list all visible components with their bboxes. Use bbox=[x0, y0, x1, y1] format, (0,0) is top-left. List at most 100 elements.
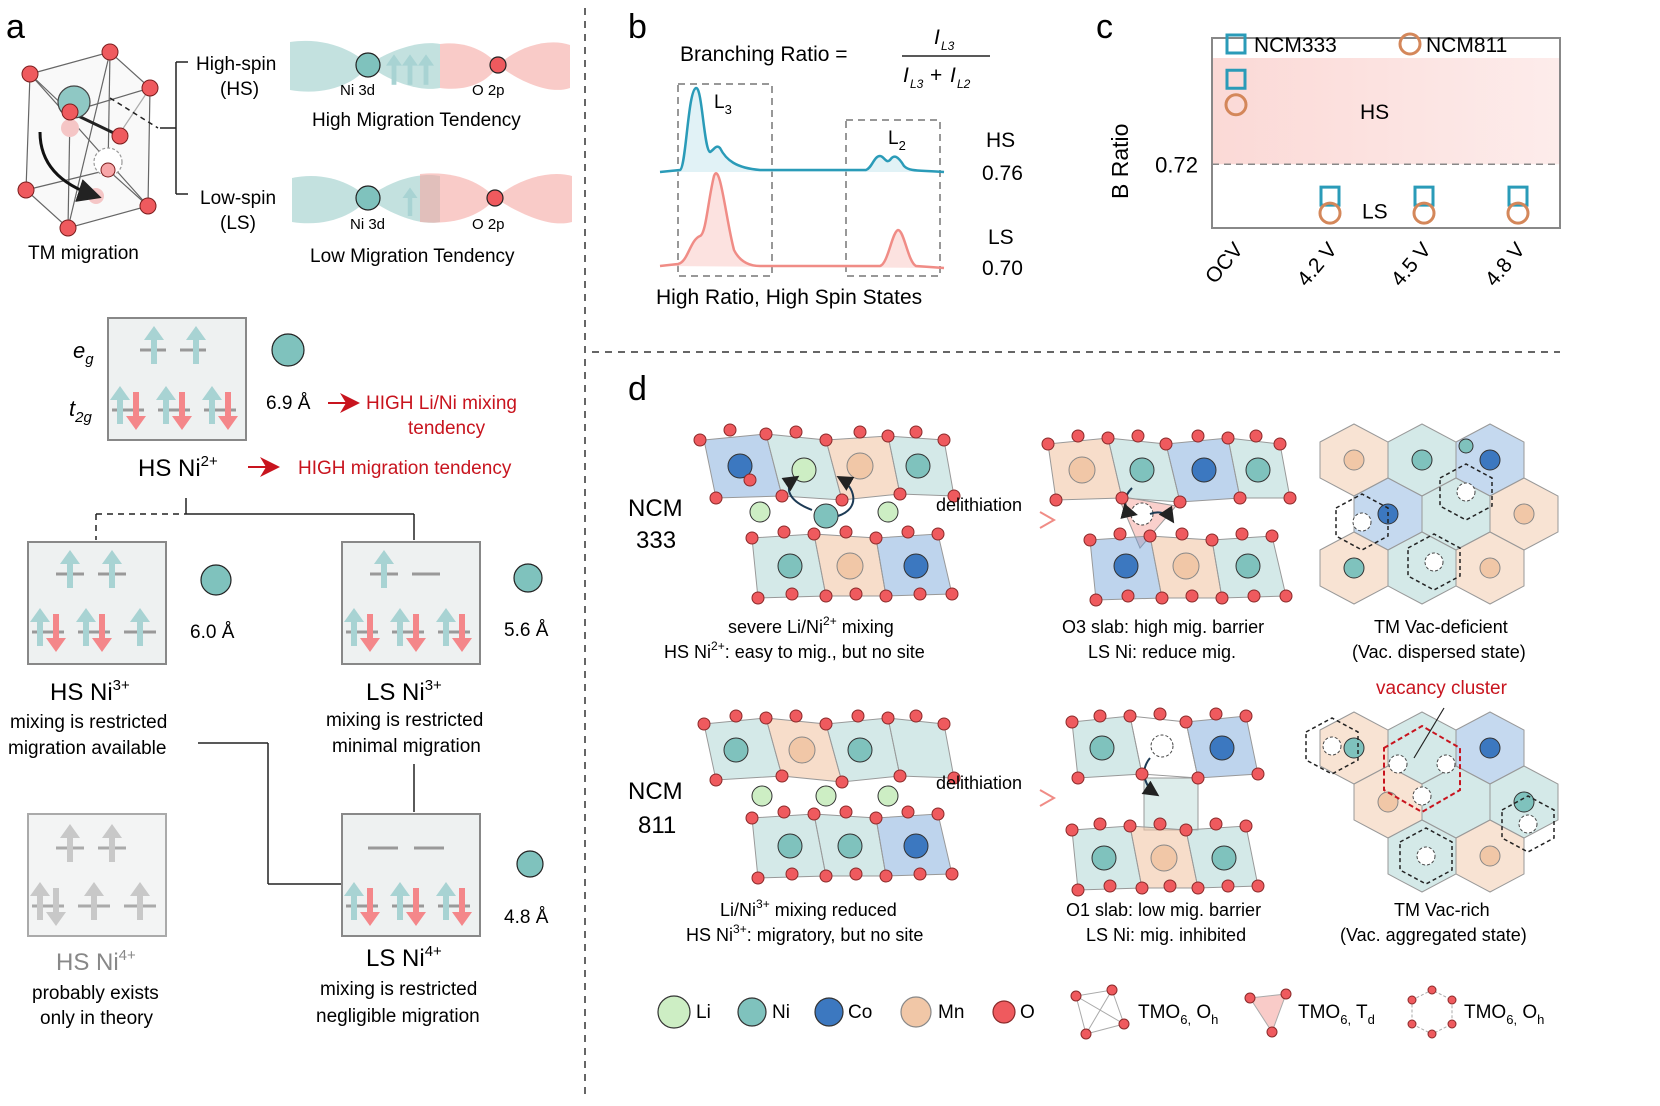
legend-marker-ncm811 bbox=[1398, 32, 1422, 56]
high-spin-label: High-spin bbox=[196, 54, 276, 75]
legend-o-label: O bbox=[1020, 1002, 1035, 1023]
data-point-ncm333 bbox=[1413, 185, 1435, 207]
ncm811-line2: 811 bbox=[638, 812, 676, 839]
hs-region-label: HS bbox=[1360, 101, 1389, 124]
ls-orbital-diagram bbox=[292, 173, 572, 224]
hs-orbital-diagram bbox=[290, 40, 570, 92]
panel-letter-c: c bbox=[1096, 8, 1113, 46]
delithiation-label-811: delithiation bbox=[936, 773, 1022, 793]
svg-text:+: + bbox=[930, 64, 942, 87]
ls-ni4-line1: mixing is restricted bbox=[320, 979, 477, 1000]
hs-ni4-box bbox=[27, 813, 167, 937]
hs-ni2-title: HS Ni2+ bbox=[138, 453, 218, 482]
hs-ni4-title: HS Ni4+ bbox=[56, 947, 136, 976]
legend-tmo6-td-swatch bbox=[1244, 988, 1292, 1038]
data-point-ncm333 bbox=[1225, 68, 1247, 90]
honeycomb-vac-deficient bbox=[1319, 423, 1559, 605]
legend-ni: Ni bbox=[737, 997, 790, 1027]
y-tick-label: 0.72 bbox=[1155, 152, 1198, 177]
r2-c2-line1: O1 slab: low mig. barrier bbox=[1066, 900, 1261, 920]
hs-ni4-line1: probably exists bbox=[32, 983, 159, 1004]
l2-peak-label: L2 bbox=[888, 128, 906, 153]
ncm811-line1: NCM bbox=[628, 778, 683, 805]
tm-migration-label: TM migration bbox=[28, 243, 139, 264]
legend-marker-ncm333 bbox=[1225, 33, 1247, 55]
legend-mn: Mn bbox=[900, 996, 964, 1028]
high-mixing-line1: HIGH Li/Ni mixing bbox=[366, 393, 517, 414]
hs-spectrum-value: 0.76 bbox=[982, 162, 1023, 185]
crystal-oxygen-atoms bbox=[17, 43, 159, 237]
legend-tmo6-oh-hex-swatch bbox=[1407, 985, 1457, 1039]
ls-ni3-title: LS Ni3+ bbox=[366, 677, 442, 706]
r2-c3-line2: (Vac. aggregated state) bbox=[1340, 925, 1527, 945]
panel-b-caption: High Ratio, High Spin States bbox=[656, 286, 922, 309]
r1-c3-line2: (Vac. dispersed state) bbox=[1352, 642, 1526, 662]
legend-tmo6-oh-swatch bbox=[1070, 984, 1130, 1040]
legend-li-label: Li bbox=[696, 1002, 711, 1023]
radius-ls-ni4: 4.8 Å bbox=[504, 907, 549, 928]
legend-co-swatch bbox=[814, 997, 844, 1027]
r2-c1-line1: Li/Ni3+ mixing reduced bbox=[720, 897, 897, 920]
r2-c1-line2: HS Ni3+: migratory, but no site bbox=[686, 922, 923, 945]
r1-c2-line2: LS Ni: reduce mig. bbox=[1088, 642, 1236, 662]
radius-hs-ni3: 6.0 Å bbox=[190, 622, 235, 643]
hs-ni2-box bbox=[107, 317, 247, 441]
ls-ni3d-label: Ni 3d bbox=[350, 216, 385, 233]
svg-text:I: I bbox=[950, 64, 956, 87]
legend-o-swatch bbox=[992, 1000, 1016, 1024]
high-migration: HIGH migration tendency bbox=[298, 458, 512, 479]
hs-ni3-line1: mixing is restricted bbox=[10, 712, 167, 733]
ls-o2p-label: O 2p bbox=[472, 216, 505, 233]
data-point-ncm811 bbox=[1412, 201, 1436, 225]
data-point-ncm333 bbox=[1507, 185, 1529, 207]
o3-slab-delithiated bbox=[1047, 437, 1291, 601]
r2-c2-line2: LS Ni: mig. inhibited bbox=[1086, 925, 1246, 945]
ncm333-layered-slab bbox=[703, 433, 955, 599]
ncm333-line2: 333 bbox=[636, 527, 676, 554]
r1-c1-line2: HS Ni2+: easy to mig., but no site bbox=[664, 639, 925, 662]
legend-ni-label: Ni bbox=[772, 1002, 790, 1023]
radius-hs-ni2: 6.9 Å bbox=[266, 393, 311, 414]
hs-ni3-line2: migration available bbox=[8, 738, 166, 759]
svg-text:L3: L3 bbox=[910, 77, 924, 91]
high-mixing-line2: tendency bbox=[408, 418, 486, 439]
ls-ni3-line2: minimal migration bbox=[332, 736, 481, 757]
t2g-label: t2g bbox=[69, 396, 92, 426]
ls-ni4-line2: negligible migration bbox=[316, 1006, 480, 1027]
ncm333-line1: NCM bbox=[628, 495, 683, 522]
panel-letter-a: a bbox=[6, 8, 25, 46]
radius-ls-ni3: 5.6 Å bbox=[504, 620, 549, 641]
r1-c2-line1: O3 slab: high mig. barrier bbox=[1062, 617, 1264, 637]
x-tick-label: 4.5 V bbox=[1387, 238, 1436, 290]
high-tendency-label: High Migration Tendency bbox=[312, 110, 521, 131]
hs-ni3-box bbox=[27, 541, 167, 665]
legend-tmo6-oh-label: TMO6, Oh bbox=[1138, 1002, 1218, 1027]
legend-ni-swatch bbox=[737, 997, 767, 1027]
o1-oxygen-atoms bbox=[1065, 707, 1265, 897]
ls-spectrum-value: 0.70 bbox=[982, 257, 1023, 280]
x-tick-label: 4.2 V bbox=[1293, 238, 1342, 290]
svg-text:L2: L2 bbox=[957, 77, 971, 91]
high-spin-abbr: (HS) bbox=[220, 79, 259, 100]
spin-bracket bbox=[160, 61, 188, 195]
low-spin-abbr: (LS) bbox=[220, 213, 256, 234]
hs-ni3-title: HS Ni3+ bbox=[50, 677, 130, 706]
o3-oxygen-atoms bbox=[1041, 429, 1297, 607]
vacancy-cluster-label: vacancy cluster bbox=[1376, 678, 1508, 699]
legend-li: Li bbox=[657, 995, 711, 1029]
legend-li-swatch bbox=[657, 995, 691, 1029]
legend-tmo6-td-label: TMO6, Td bbox=[1298, 1002, 1375, 1027]
tm-migration-crystal bbox=[25, 51, 151, 229]
panel-letter-d: d bbox=[628, 370, 647, 408]
data-point-ncm811 bbox=[1224, 93, 1248, 117]
ls-ni4-title: LS Ni4+ bbox=[366, 943, 442, 972]
honeycomb-vac-rich bbox=[1305, 707, 1559, 893]
l3-peak-label: L3 bbox=[714, 92, 732, 117]
ls-region-label: LS bbox=[1362, 200, 1388, 223]
delithiation-arrowhead-811 bbox=[1039, 789, 1057, 807]
panel-letter-b: b bbox=[628, 8, 647, 46]
branching-ratio-label: Branching Ratio = bbox=[680, 43, 848, 66]
hs-ni3d-label: Ni 3d bbox=[340, 82, 375, 99]
data-point-ncm811 bbox=[1506, 201, 1530, 225]
